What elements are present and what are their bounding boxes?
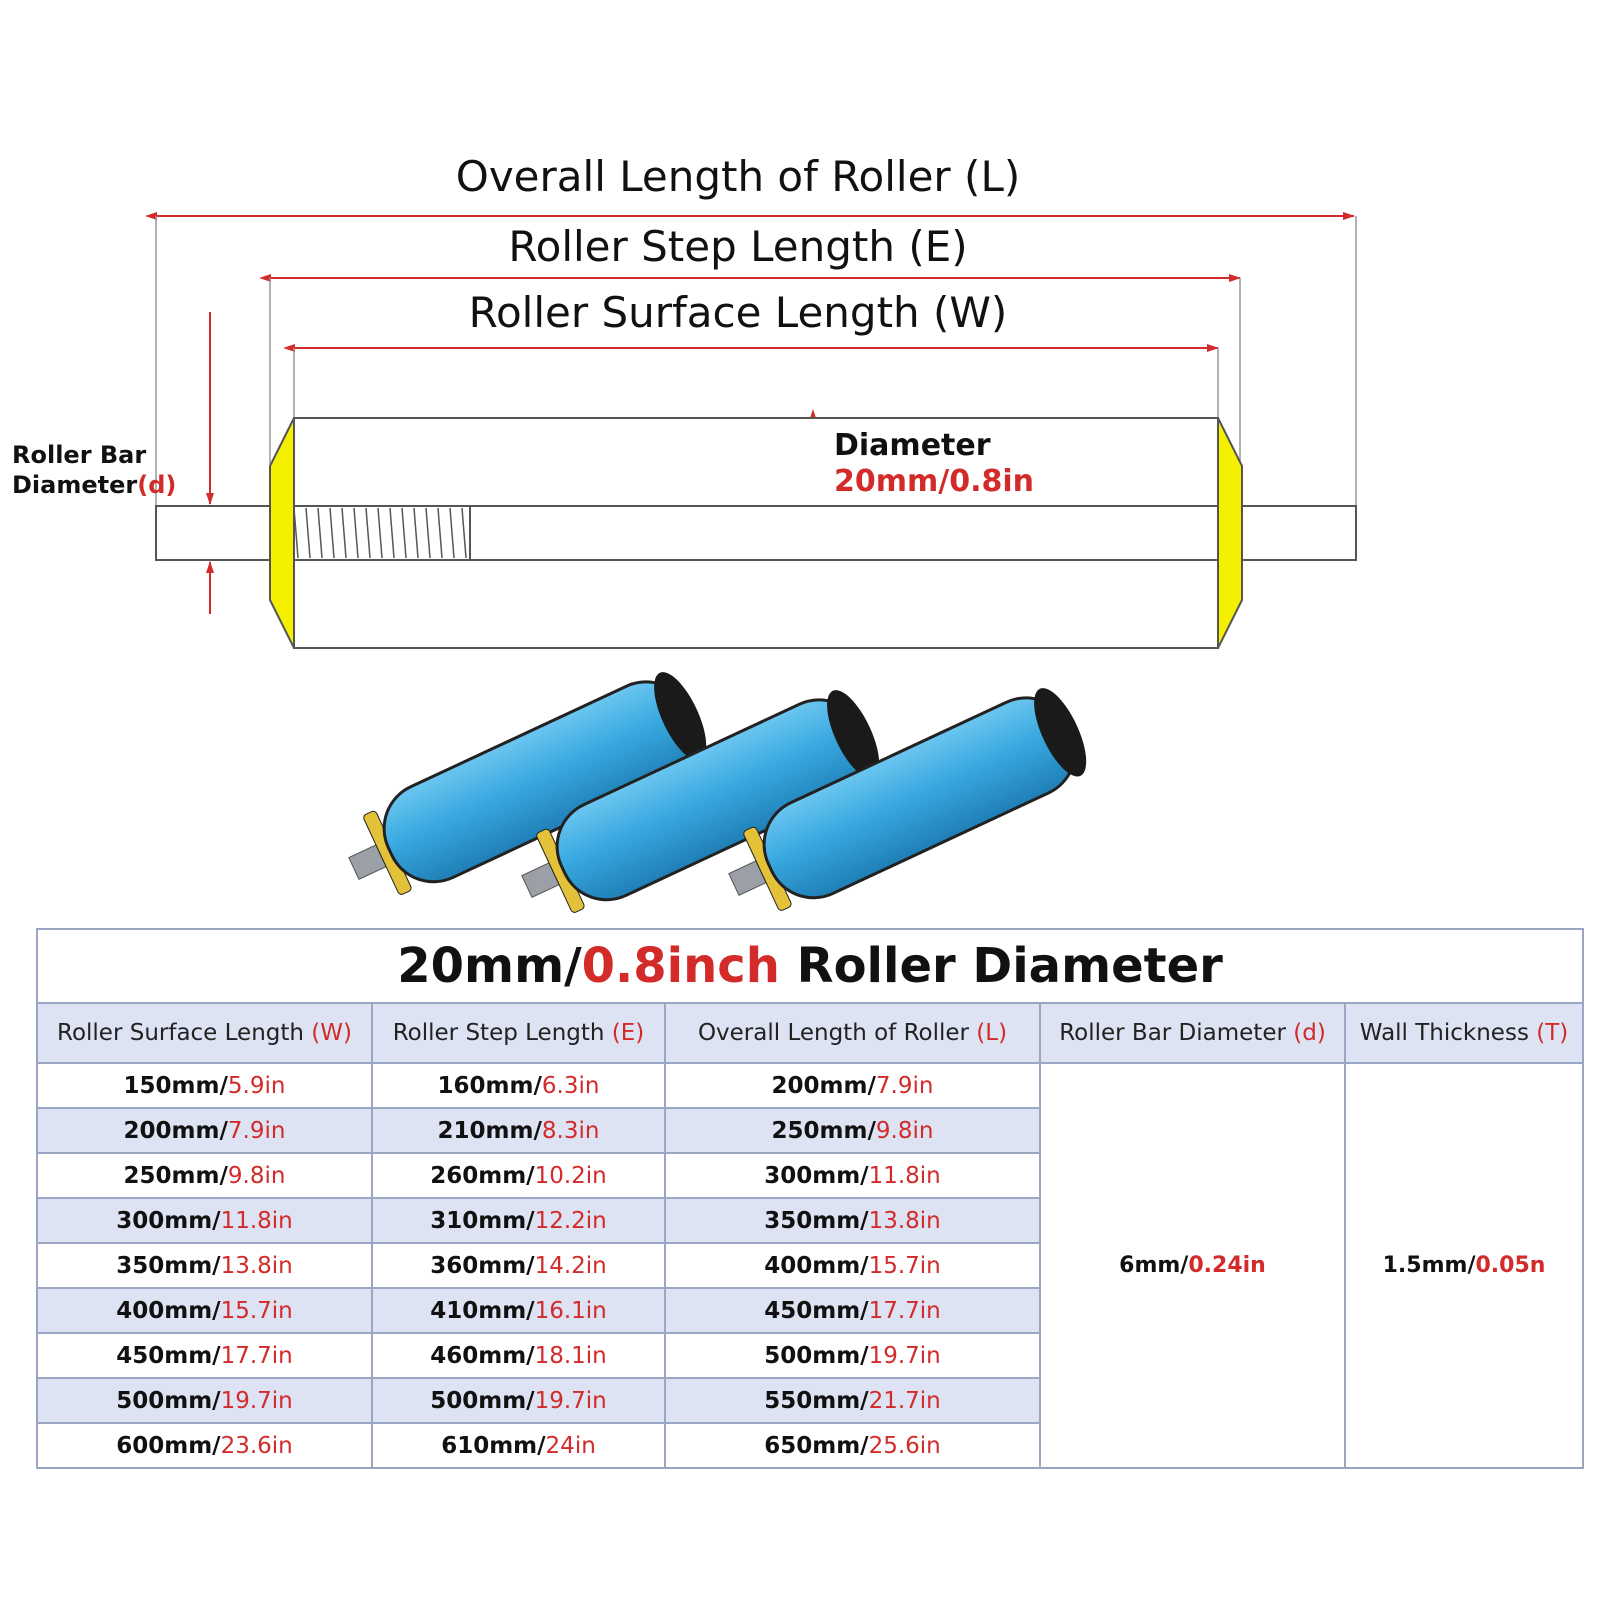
roller-diagram: [145, 212, 1357, 649]
column-header: Overall Length of Roller (L): [664, 1002, 1041, 1064]
column-header: Roller Step Length (E): [371, 1002, 666, 1064]
table-cell: 350mm/13.8in: [36, 1242, 373, 1289]
table-cell: 200mm/7.9in: [664, 1062, 1041, 1109]
step-length-label: Roller Step Length (E): [508, 222, 968, 271]
roller-2: [521, 690, 880, 913]
table-cell: 350mm/13.8in: [664, 1197, 1041, 1244]
roller-body: [155, 417, 1357, 649]
roller-diameter-label: Diameter 20mm/0.8in: [834, 428, 1035, 499]
surface-length-label: Roller Surface Length (W): [468, 288, 1008, 337]
roller-3: [728, 688, 1087, 911]
table-cell: 300mm/11.8in: [664, 1152, 1041, 1199]
table-cell: 310mm/12.2in: [371, 1197, 666, 1244]
column-header: Roller Bar Diameter (d): [1039, 1002, 1346, 1064]
table-cell: 450mm/17.7in: [36, 1332, 373, 1379]
roller-product-illustration: [348, 672, 1087, 913]
table-cell: 450mm/17.7in: [664, 1287, 1041, 1334]
dimension-lines: [145, 212, 1355, 647]
table-title: 20mm/0.8inch Roller Diameter: [35, 928, 1585, 1004]
axle: [155, 505, 1357, 561]
table-cell: 300mm/11.8in: [36, 1197, 373, 1244]
table-cell: 260mm/10.2in: [371, 1152, 666, 1199]
table-cell: 160mm/6.3in: [371, 1062, 666, 1109]
table-cell: 610mm/24in: [371, 1422, 666, 1469]
table-cell: 500mm/19.7in: [36, 1377, 373, 1424]
table-cell: 400mm/15.7in: [664, 1242, 1041, 1289]
table-cell: 550mm/21.7in: [664, 1377, 1041, 1424]
table-cell: 400mm/15.7in: [36, 1287, 373, 1334]
table-cell: 200mm/7.9in: [36, 1107, 373, 1154]
table-cell: 600mm/23.6in: [36, 1422, 373, 1469]
column-header: Roller Surface Length (W): [36, 1002, 373, 1064]
thread-hatch: [293, 506, 471, 560]
end-cap-left: [269, 417, 295, 649]
column-header: Wall Thickness (T): [1343, 1002, 1585, 1064]
wall-thickness-cell: 1.5mm/0.05n: [1343, 1062, 1585, 1469]
bar-diameter-label: Roller Bar Diameter(d): [12, 441, 177, 499]
table-cell: 500mm/19.7in: [664, 1332, 1041, 1379]
table-cell: 250mm/9.8in: [36, 1152, 373, 1199]
table-cell: 150mm/5.9in: [36, 1062, 373, 1109]
table-cell: 500mm/19.7in: [371, 1377, 666, 1424]
table-cell: 460mm/18.1in: [371, 1332, 666, 1379]
table-cell: 210mm/8.3in: [371, 1107, 666, 1154]
table-cell: 410mm/16.1in: [371, 1287, 666, 1334]
bar-diameter-cell: 6mm/0.24in: [1039, 1062, 1346, 1469]
table-cell: 250mm/9.8in: [664, 1107, 1041, 1154]
overall-length-label: Overall Length of Roller (L): [455, 152, 1021, 201]
roller-1: [348, 672, 707, 895]
end-cap-right: [1217, 417, 1243, 649]
spec-table: 20mm/0.8inch Roller Diameter Roller Surf…: [35, 928, 1585, 1469]
table-cell: 650mm/25.6in: [664, 1422, 1041, 1469]
table-cell: 360mm/14.2in: [371, 1242, 666, 1289]
